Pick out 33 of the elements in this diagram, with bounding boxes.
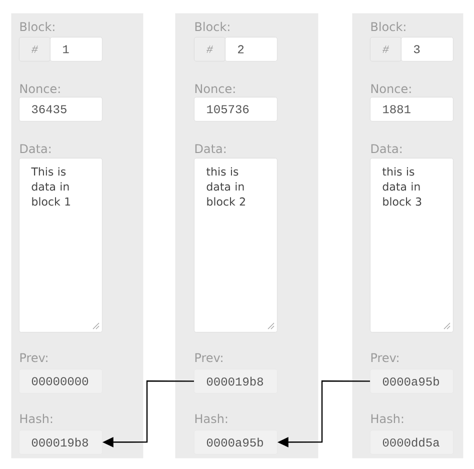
- field-label: Data:: [20, 144, 50, 154]
- readonly-field: 0000a95b: [370, 369, 454, 394]
- readonly-field: 0000dd5a: [370, 430, 454, 454]
- field-label: Prev:: [195, 353, 222, 362]
- field-label: Hash:: [371, 414, 404, 424]
- text-area: this is data in block 3: [370, 158, 454, 332]
- field-label: Block:: [371, 22, 406, 32]
- field-label: Nonce:: [195, 84, 235, 94]
- addon-cell: #: [19, 37, 50, 62]
- field-label: Block:: [195, 22, 230, 32]
- field-label: Nonce:: [371, 84, 411, 94]
- addon-cell: #: [370, 37, 402, 62]
- field-label: Nonce:: [20, 84, 60, 94]
- text-area: This is data in block 1: [19, 158, 102, 332]
- field-label: Data:: [195, 144, 226, 154]
- input-field: 1: [50, 37, 102, 62]
- input-field: 105736: [194, 97, 278, 122]
- field-label: Data:: [371, 144, 402, 154]
- readonly-field: 000019b8: [19, 430, 102, 454]
- input-field: 1881: [370, 97, 454, 122]
- field-label: Hash:: [195, 414, 228, 424]
- field-label: Hash:: [20, 414, 52, 424]
- field-label: Prev:: [371, 353, 398, 362]
- field-label: Prev:: [20, 353, 48, 362]
- text-area: this is data in block 2: [194, 158, 278, 332]
- readonly-field: 000019b8: [194, 369, 278, 394]
- input-field: 36435: [19, 97, 102, 122]
- readonly-field: 0000a95b: [194, 430, 278, 454]
- input-field: 3: [401, 37, 454, 62]
- addon-cell: #: [194, 37, 226, 62]
- field-label: Block:: [20, 22, 54, 32]
- input-field: 2: [225, 37, 278, 62]
- readonly-field: 00000000: [19, 369, 102, 394]
